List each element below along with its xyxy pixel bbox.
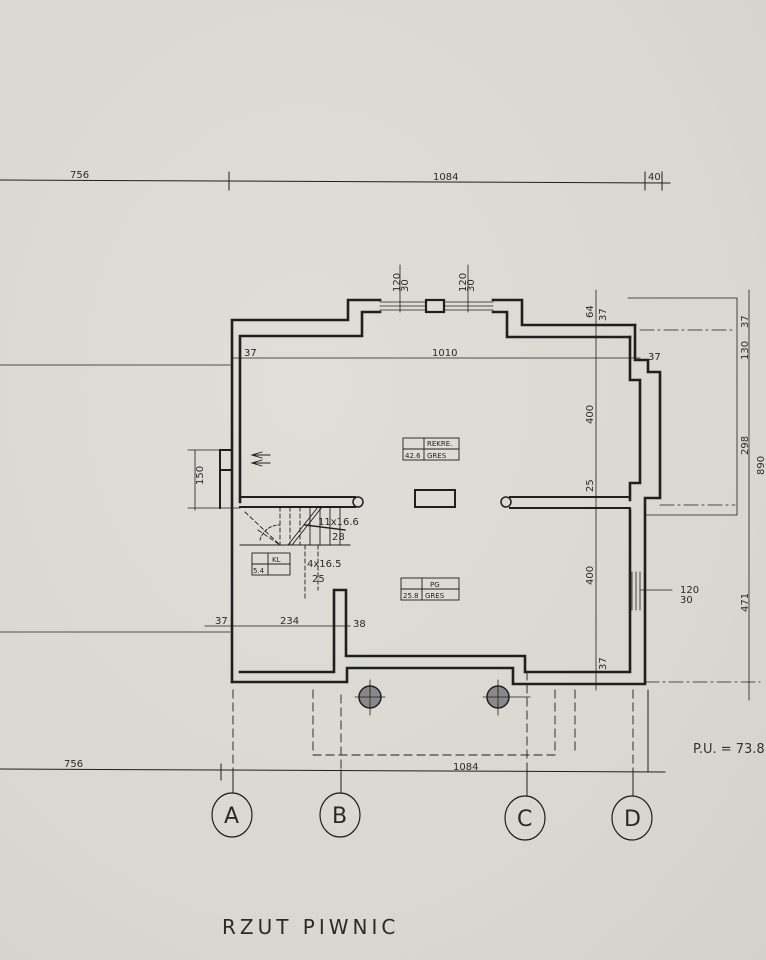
stair-flight1-spec: 11x16.6 <box>318 517 359 528</box>
vent-shaft <box>219 449 233 509</box>
internal-wall <box>239 489 631 509</box>
room-box-rekre <box>402 437 460 461</box>
axis-labels: A B C D <box>224 804 641 832</box>
dimension-labels: 756 1084 40 756 1084 1010 37 37 37 234 3… <box>64 170 766 773</box>
drawing-title: RZUT PIWNIC <box>222 915 399 939</box>
staircase <box>239 506 351 601</box>
room-pg-name: PG <box>430 581 440 589</box>
room-pg-area: 25.8 <box>403 592 419 600</box>
dim-inner-top: 1010 <box>432 348 457 359</box>
dim-left-opening: 150 <box>195 466 206 485</box>
room-kl-name: KL <box>272 556 281 564</box>
stair-labels: 11x16.6 28 4x16.5 25 <box>307 517 359 585</box>
dim-window2-w: 120 <box>458 273 469 292</box>
dim-right-offset-a: 64 <box>585 305 596 318</box>
axis-label-d: D <box>624 807 641 832</box>
dim-room-depth-lower: 400 <box>585 566 596 585</box>
dim-window-right-h: 30 <box>680 595 693 606</box>
dim-window2-h: 30 <box>466 279 477 292</box>
room-kl-area: 5.4 <box>253 567 265 575</box>
dim-room-depth-upper: 400 <box>585 405 596 424</box>
stair-flight1-tread: 28 <box>332 532 345 543</box>
dim-window1-w: 120 <box>392 273 403 292</box>
room-box-kl <box>251 552 291 576</box>
room-rekre-name: REKRE. <box>427 440 452 448</box>
dim-right-offset-b: 37 <box>598 308 609 321</box>
dim-bottom-left-wall: 37 <box>215 616 228 627</box>
axis-bubbles <box>211 792 653 841</box>
room-rekre-area: 42.6 <box>405 452 421 460</box>
room-rekre-floor: GRES <box>427 452 447 460</box>
usable-area-label: P.U. = 73.8 <box>693 742 765 757</box>
dim-wall-right-top: 37 <box>648 352 661 363</box>
room-box-pg <box>400 577 460 601</box>
top-dimension-line <box>0 171 671 191</box>
axis-leaders <box>232 689 649 796</box>
right-window <box>631 571 673 611</box>
dim-bottom-right-wall: 38 <box>353 619 366 630</box>
entry-arrows <box>250 451 271 467</box>
room-pg-floor: GRES <box>425 592 445 600</box>
stair-flight2-tread: 25 <box>312 574 325 585</box>
dim-top-middle: 1084 <box>433 172 458 183</box>
dim-far-right-total: 890 <box>756 456 766 475</box>
inner-dimension-lines <box>187 289 641 691</box>
room-labels: REKRE. 42.6 GRES PG 25.8 GRES KL 5.4 <box>253 440 452 600</box>
dim-top-left: 756 <box>70 170 89 181</box>
dim-far-right-a: 37 <box>740 315 751 328</box>
stair-flight2-spec: 4x16.5 <box>307 559 342 570</box>
dim-bottom-room-width: 234 <box>280 616 299 627</box>
axis-label-a: A <box>224 804 239 829</box>
bottom-dimension-line <box>0 763 666 781</box>
terrace-outline <box>627 289 761 701</box>
axis-label-b: B <box>332 804 347 829</box>
dim-window1-h: 30 <box>400 279 411 292</box>
top-windows <box>379 264 494 313</box>
dim-wall-middle: 25 <box>585 479 596 492</box>
outer-walls <box>230 298 662 686</box>
dim-far-right-d: 471 <box>740 593 751 612</box>
columns <box>352 496 531 716</box>
dim-far-right-b: 130 <box>740 341 751 360</box>
dim-window-right-w: 120 <box>680 585 699 596</box>
dim-top-right: 40 <box>648 172 661 183</box>
dim-wall-left-top: 37 <box>244 348 257 359</box>
dim-bottom-left: 756 <box>64 759 83 770</box>
dashed-outline <box>232 671 634 791</box>
dim-bottom-middle: 1084 <box>453 762 478 773</box>
axis-label-c: C <box>517 807 532 832</box>
dim-wall-bottom: 37 <box>598 657 609 670</box>
dim-far-right-c: 298 <box>740 436 751 455</box>
